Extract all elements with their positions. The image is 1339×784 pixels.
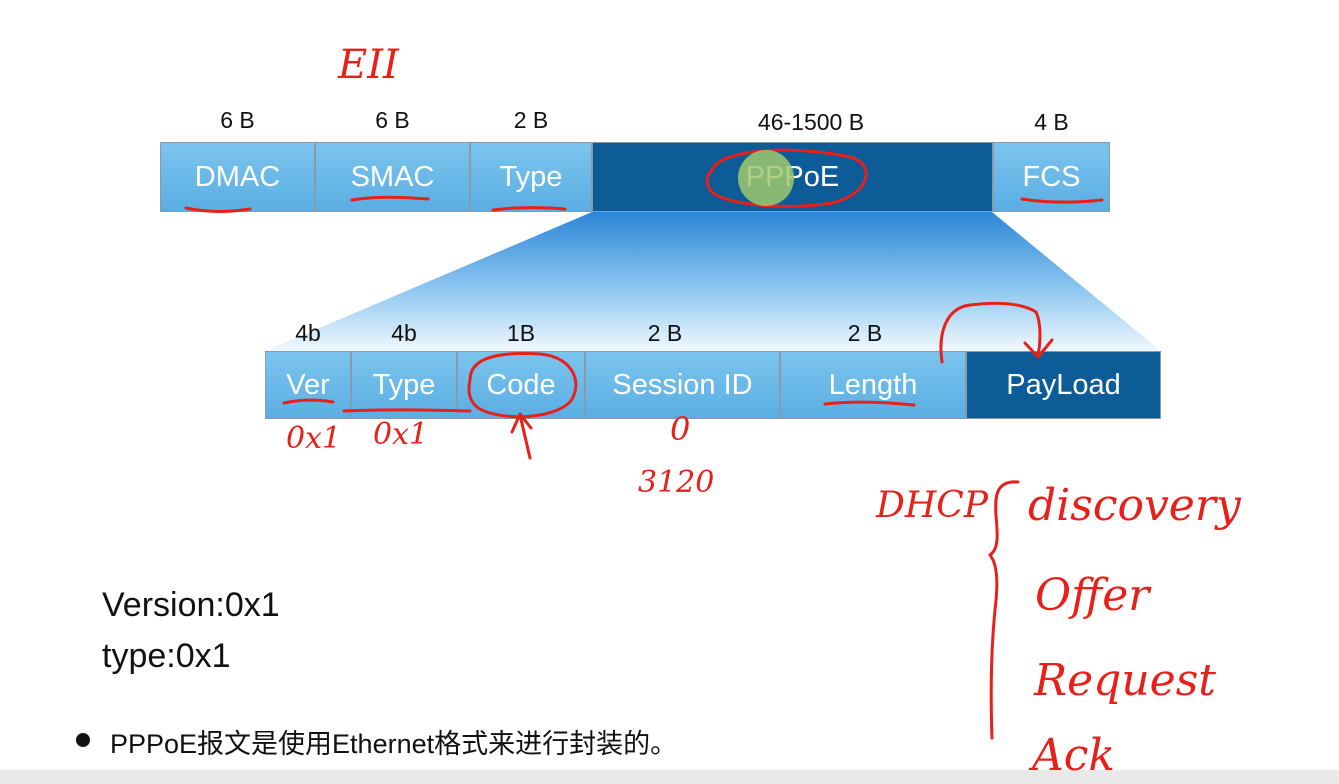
note-session-3120: 3120	[638, 465, 714, 500]
note-dhcp: DHCP	[875, 485, 989, 526]
note-ack: Ack	[1028, 730, 1115, 781]
note-session-0: 0	[670, 410, 690, 448]
underline-dmac	[184, 206, 252, 214]
circle-pppoe	[705, 148, 868, 208]
type-desc: type:0x1	[102, 637, 231, 675]
size-inner-type: 4b	[391, 320, 417, 346]
size-session-id: 2 B	[647, 320, 683, 346]
size-ver: 4b	[295, 320, 321, 346]
size-fcs: 4 B	[1034, 109, 1069, 135]
size-type: 2 B	[513, 107, 549, 133]
bullet-dot	[76, 733, 90, 747]
cursor-highlight	[738, 150, 794, 206]
note-offer: Offer	[1035, 570, 1152, 621]
arrow-payload	[939, 301, 1054, 364]
size-dmac: 6 B	[220, 107, 255, 133]
underline-ver	[282, 398, 335, 405]
size-code: 1B	[506, 320, 536, 346]
arrow-code	[510, 412, 533, 460]
note-ver: 0x1	[286, 421, 341, 456]
underline-type	[491, 206, 567, 212]
field-session-id: Session ID	[585, 351, 780, 419]
bottom-bar	[0, 770, 1339, 784]
underline-fcs	[1020, 197, 1104, 204]
note-request: Request	[1033, 655, 1216, 706]
field-fcs: FCS	[993, 142, 1110, 212]
note-eii: EII	[337, 42, 400, 88]
field-dmac: DMAC	[160, 142, 315, 212]
field-smac: SMAC	[315, 142, 470, 212]
size-smac: 6 B	[375, 107, 410, 133]
curly-brace	[988, 480, 1020, 740]
field-inner-type: Type	[351, 351, 457, 419]
circle-code	[467, 352, 578, 419]
underline-smac	[350, 195, 430, 202]
underline-length	[823, 400, 916, 407]
note-type: 0x1	[373, 417, 428, 452]
field-type: Type	[470, 142, 592, 212]
size-pppoe: 46-1500 B	[757, 109, 865, 135]
field-ver: Ver	[265, 351, 351, 419]
version-desc: Version:0x1	[102, 586, 280, 624]
bullet-text: PPPoE报文是使用Ethernet格式来进行封装的。	[110, 729, 678, 759]
size-length: 2 B	[847, 320, 883, 346]
field-length: Length	[780, 351, 966, 419]
field-payload: PayLoad	[966, 351, 1161, 419]
underline-inner	[342, 408, 472, 413]
note-discovery: discovery	[1028, 480, 1242, 531]
